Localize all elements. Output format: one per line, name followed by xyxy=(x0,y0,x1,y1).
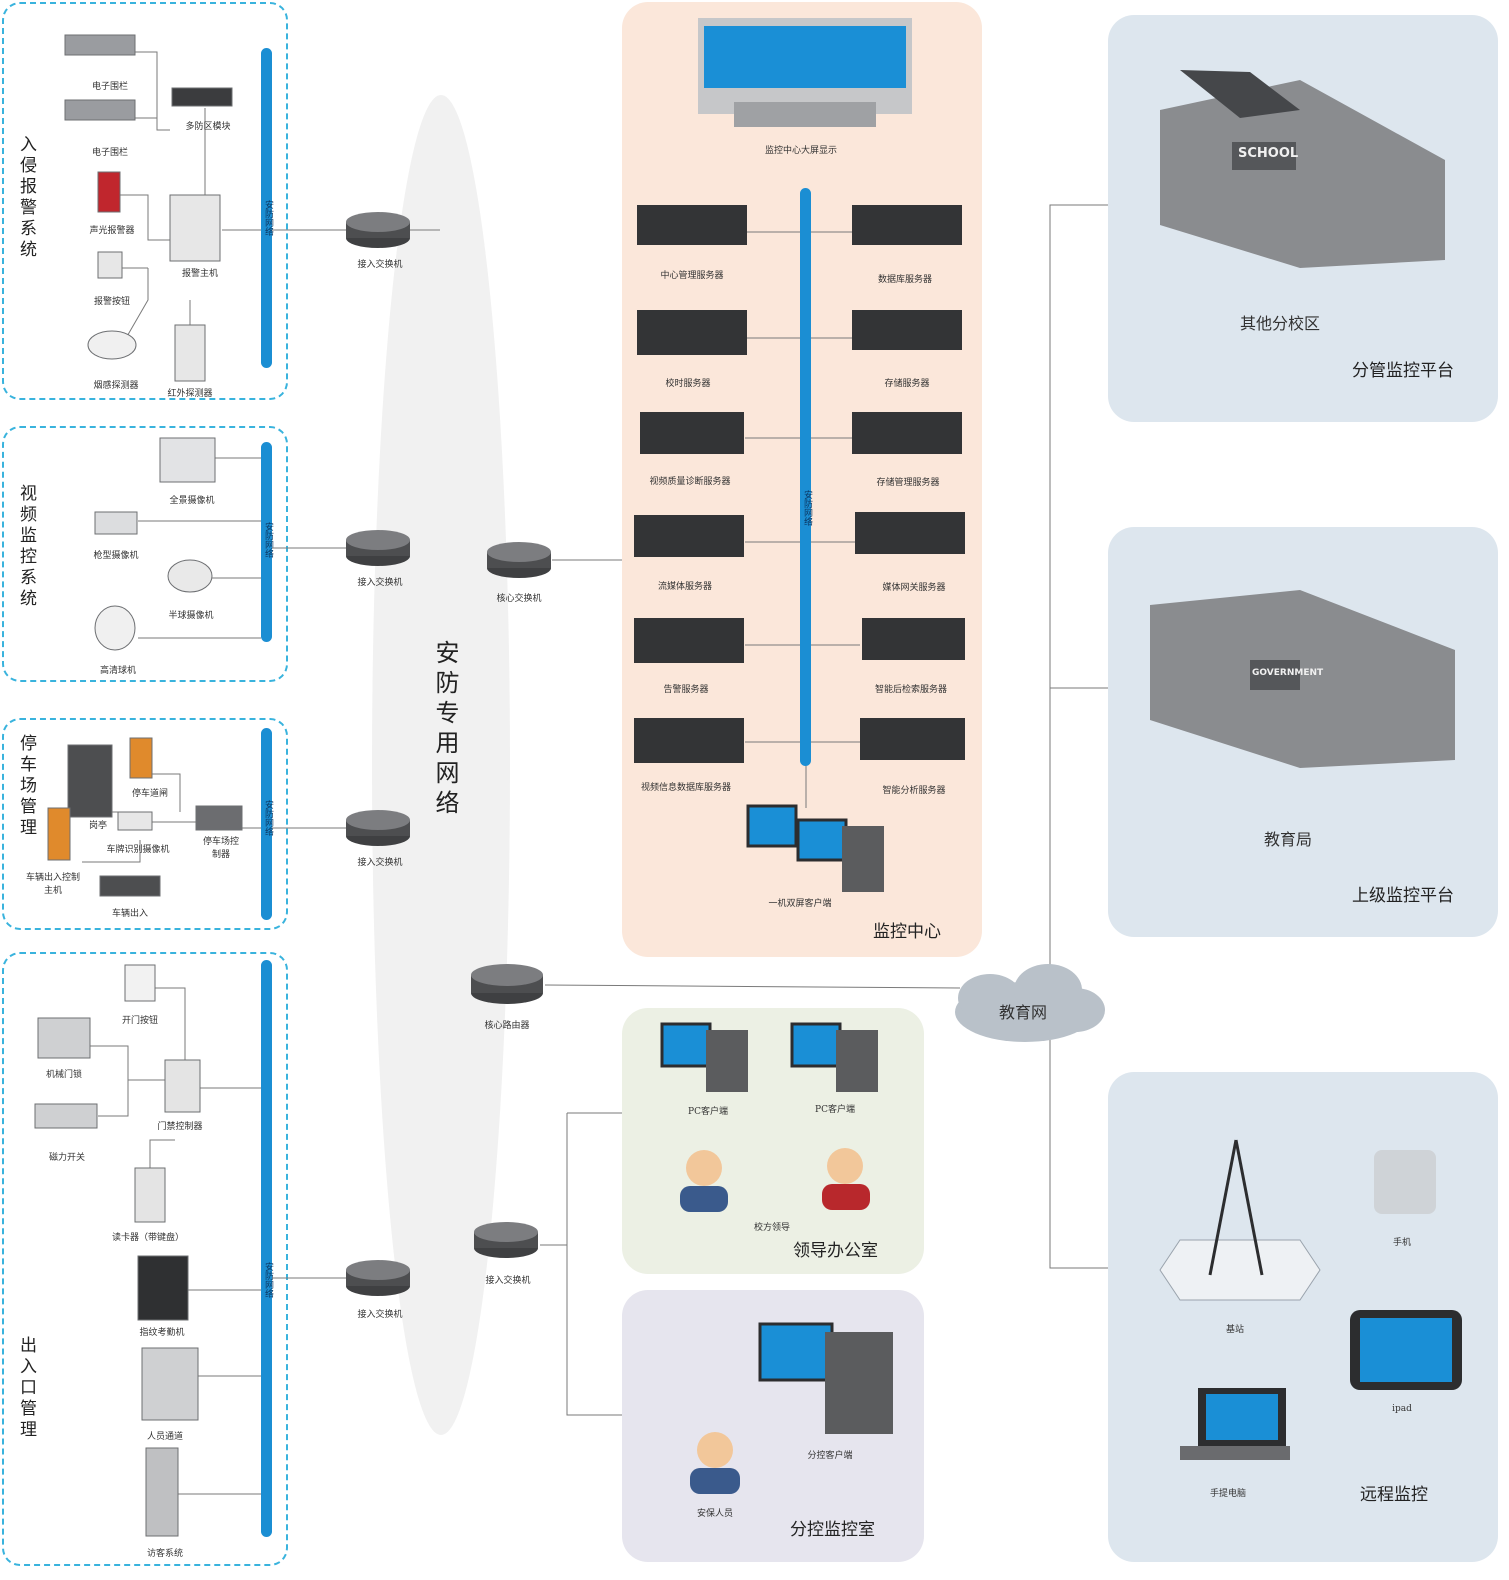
device-label-e-fence-2: 电子围栏 xyxy=(91,148,129,158)
device-label-sound-light-alarm: 声光报警器 xyxy=(89,226,135,236)
access-title: 出入口管理 xyxy=(16,1336,36,1441)
security-bus-parking xyxy=(261,728,272,920)
device-label-dome-camera: 半球摄像机 xyxy=(168,611,214,621)
base-station-label: 基站 xyxy=(1225,1325,1245,1335)
device-label-e-fence-1: 电子围栏 xyxy=(91,82,129,92)
server-label: 校时服务器 xyxy=(665,379,711,389)
device-label-booth: 岗亭 xyxy=(88,821,108,831)
dual-screen-client-label: 一机双屏客户端 xyxy=(768,899,832,909)
laptop-label: 手提电脑 xyxy=(1209,1489,1247,1499)
server-label: 媒体网关服务器 xyxy=(882,583,946,593)
device-label-parking-controller: 停车场控制器 xyxy=(202,837,239,860)
core-router-label: 核心路由器 xyxy=(484,1021,530,1031)
pc-client-label: PC客户端 xyxy=(688,1107,728,1117)
device-label-visitor-system: 访客系统 xyxy=(146,1549,184,1559)
edu-net-label: 教育网 xyxy=(998,1003,1048,1022)
server-label: 存储服务器 xyxy=(884,379,930,389)
server-label: 存储管理服务器 xyxy=(876,478,940,488)
security-staff-label: 安保人员 xyxy=(696,1509,734,1519)
core-switch-label: 核心交换机 xyxy=(496,594,542,604)
device-label-door-controller: 门禁控制器 xyxy=(157,1122,203,1132)
access-system-box xyxy=(2,952,288,1566)
device-label-magnetic-switch: 磁力开关 xyxy=(48,1153,86,1163)
government-sign: GOVERNMENT xyxy=(1252,668,1324,678)
device-label-mechanical-lock: 机械门锁 xyxy=(45,1070,83,1080)
security-network-ellipse xyxy=(372,95,510,1435)
server-label: 告警服务器 xyxy=(663,685,709,695)
server-label: 数据库服务器 xyxy=(877,275,933,285)
video-title: 视频监控系统 xyxy=(16,484,36,610)
server-label: 视频质量诊断服务器 xyxy=(649,477,731,487)
school-leader-label: 校方领导 xyxy=(753,1223,791,1233)
leader-office-title: 领导办公室 xyxy=(793,1241,878,1261)
device-label-vehicle-control-host: 车辆出入控制主机 xyxy=(25,873,80,896)
device-label-plate-camera: 车牌识别摄像机 xyxy=(106,845,170,855)
intrusion-title: 入侵报警系统 xyxy=(16,135,36,261)
access-switch-label: 接入交换机 xyxy=(357,260,403,270)
bus-label: 安防网络 xyxy=(802,490,812,526)
device-label-hd-speed-dome: 高清球机 xyxy=(99,666,137,676)
bus-label: 安防网络 xyxy=(263,200,273,236)
security-bus-center xyxy=(800,188,811,766)
bus-label: 安防网络 xyxy=(263,522,273,558)
branch-platform-title: 分管监控平台 xyxy=(1352,361,1454,381)
server-label: 智能分析服务器 xyxy=(882,786,946,796)
access-switch-label: 接入交换机 xyxy=(357,1310,403,1320)
device-label-alarm-host: 报警主机 xyxy=(181,269,219,279)
device-label-infrared-detector: 红外探测器 xyxy=(167,389,213,399)
access-switch-label: 接入交换机 xyxy=(485,1276,531,1286)
server-label: 中心管理服务器 xyxy=(660,271,724,281)
security-bus-access xyxy=(261,960,272,1537)
ipad-label: ipad xyxy=(1392,1404,1412,1414)
device-label-smoke-detector: 烟感探测器 xyxy=(93,381,139,391)
video-system-box xyxy=(2,426,288,682)
cloud-icon xyxy=(955,964,1105,1042)
phone-label: 手机 xyxy=(1392,1238,1412,1248)
security-bus-video xyxy=(261,442,272,642)
bus-label: 安防网络 xyxy=(263,800,273,836)
monitor-center-title: 监控中心 xyxy=(873,922,941,942)
device-label-alarm-button: 报警按钮 xyxy=(93,297,131,307)
device-label-vehicle-entry: 车辆出入 xyxy=(111,909,149,919)
edu-bureau-label: 教育局 xyxy=(1263,830,1313,849)
access-switch-label: 接入交换机 xyxy=(357,578,403,588)
bus-label: 安防网络 xyxy=(263,1262,273,1298)
device-label-parking-barrier: 停车道闸 xyxy=(131,789,169,799)
parking-title: 停车场管理 xyxy=(16,734,36,839)
security-bus-intrusion xyxy=(261,48,272,368)
device-label-bullet-camera: 枪型摄像机 xyxy=(93,551,139,561)
branch-campus-label: 其他分校区 xyxy=(1239,314,1321,333)
big-screen-label: 监控中心大屏显示 xyxy=(764,146,838,156)
device-label-turnstile: 人员通道 xyxy=(146,1432,184,1442)
device-label-fingerprint-machine: 指纹考勤机 xyxy=(139,1328,185,1338)
sub-client-label: 分控客户端 xyxy=(807,1451,853,1461)
sub-control-title: 分控监控室 xyxy=(790,1520,875,1540)
server-label: 视频信息数据库服务器 xyxy=(640,783,732,793)
server-label: 智能后检索服务器 xyxy=(874,685,948,695)
superior-platform-title: 上级监控平台 xyxy=(1352,886,1454,906)
server-label: 流媒体服务器 xyxy=(657,582,713,592)
parking-system-box xyxy=(2,718,288,930)
access-switch-label: 接入交换机 xyxy=(357,858,403,868)
switch-icon xyxy=(346,212,551,1296)
remote-monitor-title: 远程监控 xyxy=(1360,1485,1428,1505)
device-label-multi-zone-module: 多防区模块 xyxy=(185,122,231,132)
device-label-panorama-camera: 全景摄像机 xyxy=(169,496,215,506)
device-label-door-button: 开门按钮 xyxy=(121,1016,159,1026)
pc-client-label: PC客户端 xyxy=(815,1105,855,1115)
device-label-card-reader: 读卡器（带键盘） xyxy=(111,1233,185,1243)
school-sign: SCHOOL xyxy=(1238,146,1299,161)
intrusion-system-box xyxy=(2,2,288,400)
security-network-title: 安防专用网络 xyxy=(431,640,459,820)
